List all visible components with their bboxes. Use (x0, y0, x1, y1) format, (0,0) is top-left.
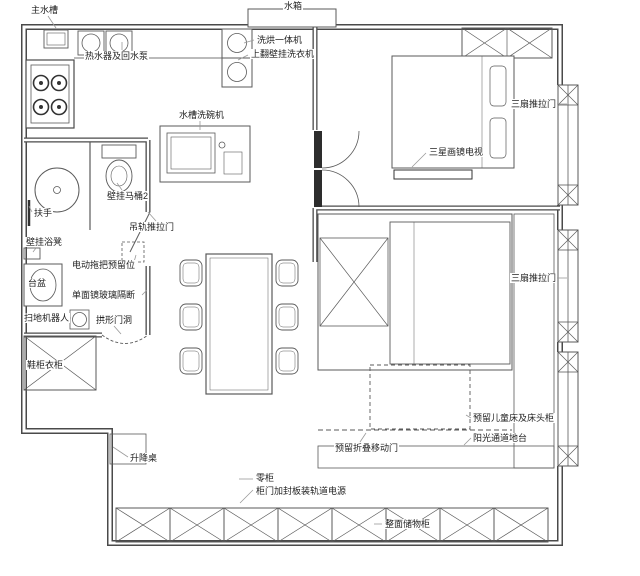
label-wall-washer: 上翻壁挂洗衣机 (250, 49, 316, 60)
label-handrail: 扶手 (33, 208, 54, 219)
arched-doorway-arc (101, 334, 149, 344)
label-frame-tv: 三星画镜电视 (428, 147, 485, 158)
bed-2-platform (317, 213, 513, 371)
label-wall-toilet: 壁挂马桶2 (106, 191, 150, 202)
children-bed-reserved (369, 364, 471, 430)
label-mop-reserved: 电动拖把预留位 (71, 260, 137, 271)
label-folding-door: 预留折叠移动门 (334, 443, 400, 454)
label-bath-stool: 壁挂浴凳 (25, 237, 64, 248)
label-low-cabinet: 零柜 (255, 473, 276, 484)
dining-chairs (179, 259, 299, 375)
label-lift-table: 升降桌 (129, 453, 159, 464)
wardrobe-bedroom1 (461, 27, 553, 59)
frame-tv (393, 169, 473, 180)
washer-dryer-stack (221, 28, 253, 88)
label-track-sliding-door: 吊轨推拉门 (128, 222, 176, 233)
sink-dishwasher-island (159, 125, 251, 183)
label-shoe-cabinet: 鞋柜衣柜 (26, 360, 65, 371)
stove (25, 59, 75, 129)
outer-walls (21, 24, 563, 546)
label-arched-doorway: 拱形门洞 (95, 315, 134, 326)
label-main-sink: 主水槽 (30, 5, 60, 16)
water-tank (247, 8, 337, 28)
label-cabinet-power: 柜门加封板装轨道电源 (255, 486, 348, 497)
label-robot-vacuum: 扫地机器人 (23, 313, 71, 324)
storage-cabinets (115, 507, 549, 543)
interior-walls (24, 27, 560, 338)
wall-toilet (101, 144, 137, 193)
label-sun-platform: 阳光通道地台 (472, 433, 529, 444)
window-bay-top (555, 84, 583, 206)
robot-vacuum (69, 309, 90, 330)
label-sliding-door-bottom: 三扇推拉门 (510, 273, 558, 284)
window-bay-bottom (555, 351, 583, 467)
sun-platform (317, 213, 555, 469)
bath-stool (23, 247, 41, 260)
leader-lines (28, 15, 567, 525)
window-bay-middle (555, 229, 583, 343)
label-mirror-partition: 单面镜玻璃隔断 (71, 290, 137, 301)
label-sink-dishwasher: 水槽洗碗机 (178, 110, 226, 121)
label-water-tank: 水箱 (283, 1, 304, 12)
label-sliding-door-top: 三扇推拉门 (510, 99, 558, 110)
shower-area (34, 167, 80, 213)
label-children-bed: 预留儿童床及床头柜 (472, 413, 556, 424)
bedroom-double-door (314, 130, 360, 208)
label-storage-wall: 整面储物柜 (384, 519, 432, 530)
label-basin: 台盆 (27, 278, 48, 289)
dining-table (205, 253, 273, 395)
main-sink (43, 29, 69, 49)
lift-table (109, 433, 147, 465)
label-washer-dryer: 洗烘一体机 (256, 35, 304, 46)
label-heater-pump: 热水器及回水泵 (84, 51, 150, 62)
